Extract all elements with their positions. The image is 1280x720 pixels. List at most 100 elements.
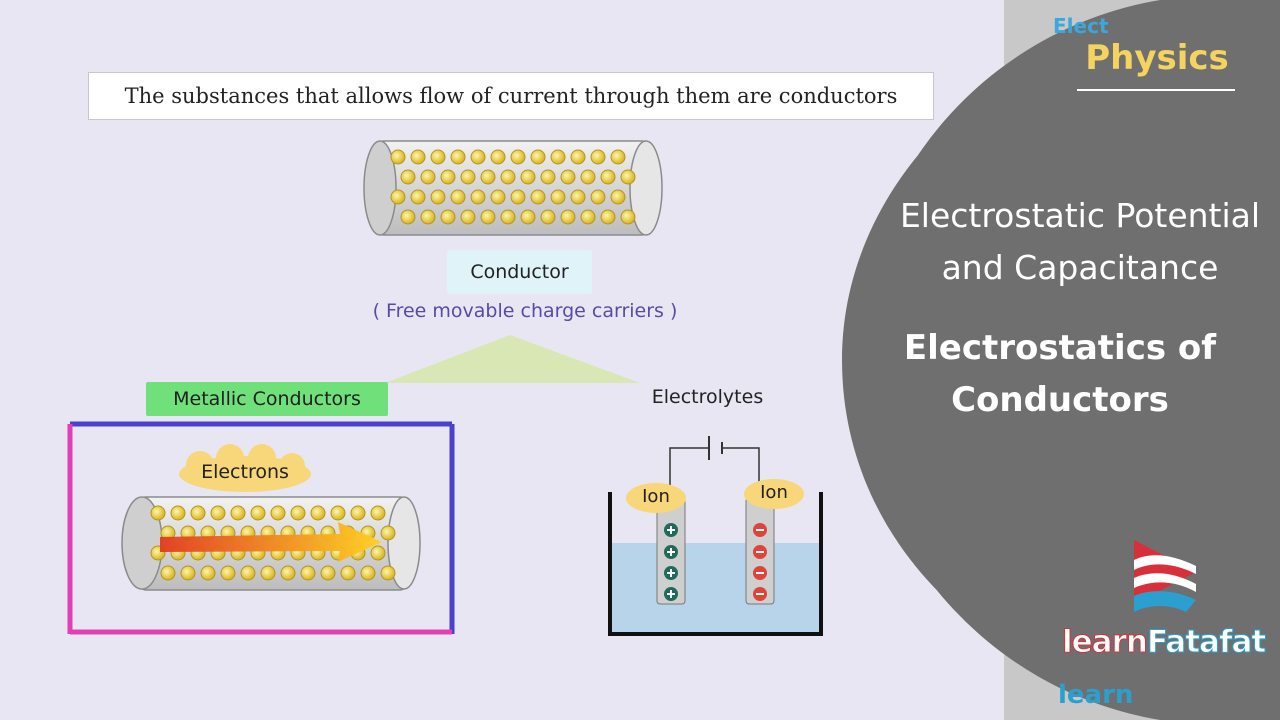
electron-dot: [590, 189, 606, 205]
electrons-bubble: [179, 444, 311, 492]
ion-bubble-left: [626, 483, 686, 513]
metallic-tube: [121, 496, 421, 591]
electron-dot: [460, 209, 476, 225]
electron-dot: [470, 149, 486, 165]
conductor-label: Conductor: [447, 250, 592, 294]
electron-dot: [290, 505, 306, 521]
electron-dot: [560, 169, 576, 185]
electron-dot: [340, 565, 356, 581]
electron-dot: [620, 209, 636, 225]
electron-dot: [170, 505, 186, 521]
lesson-title: Electrostatics of Conductors: [880, 322, 1240, 426]
electron-dot: [590, 149, 606, 165]
electron-dot: [420, 169, 436, 185]
electron-dot: [400, 209, 416, 225]
electron-dot: [620, 169, 636, 185]
electron-dot: [550, 149, 566, 165]
electron-dot: [200, 565, 216, 581]
electron-dot: [240, 565, 256, 581]
electron-dot: [460, 169, 476, 185]
current-arrow: [160, 522, 382, 562]
electron-dot: [230, 505, 246, 521]
chapter-title: Electrostatic Potential and Capacitance: [880, 190, 1280, 294]
electron-dot: [520, 169, 536, 185]
electron-dot: [600, 209, 616, 225]
subject-underline: [1077, 89, 1235, 91]
electron-dot: [500, 209, 516, 225]
ion-bubble-right: [744, 479, 804, 509]
ion-label-right: Ion: [760, 482, 788, 503]
electron-dot: [150, 505, 166, 521]
electron-dot: [430, 149, 446, 165]
conductor-electrons: [390, 149, 636, 225]
electron-dot: [470, 189, 486, 205]
electron-dot: [190, 505, 206, 521]
electron-dot: [600, 169, 616, 185]
electron-dot: [380, 565, 396, 581]
electrolyte-beaker: [608, 436, 823, 636]
electron-dot: [550, 189, 566, 205]
electrolytes-label: Electrolytes: [651, 386, 764, 408]
electron-dot: [510, 189, 526, 205]
electron-dot: [530, 189, 546, 205]
positive-ions: [664, 523, 678, 601]
brand-wordmark: learnFatafat: [1062, 624, 1272, 661]
electron-dot: [540, 209, 556, 225]
electron-dot: [560, 209, 576, 225]
electron-dot: [380, 525, 396, 541]
electron-dot: [490, 189, 506, 205]
subject-label: Physics: [1085, 38, 1229, 78]
electron-dot: [310, 505, 326, 521]
electron-dot: [320, 565, 336, 581]
definition-caption: The substances that allows flow of curre…: [88, 72, 934, 120]
battery-wire: [669, 447, 708, 490]
electron-dot: [160, 565, 176, 581]
brand-learn: learn: [1062, 624, 1149, 661]
electron-dot: [580, 169, 596, 185]
partial-brand-bottom: learn: [1058, 680, 1134, 710]
topic-panel: [842, 0, 1280, 720]
electron-dot: [490, 149, 506, 165]
electrolyte-solution: [612, 543, 819, 633]
ion-label-left: Ion: [642, 486, 670, 507]
chapter-title-line1: Electrostatic Potential: [899, 196, 1261, 235]
electron-dot: [390, 149, 406, 165]
electron-dot: [210, 505, 226, 521]
electron-dot: [610, 189, 626, 205]
conductor-tube: [363, 140, 663, 236]
metallic-conductors-label: Metallic Conductors: [146, 382, 388, 416]
electron-dot: [580, 209, 596, 225]
electron-dot: [330, 505, 346, 521]
electron-dot: [250, 505, 266, 521]
electron-dot: [370, 545, 386, 561]
lesson-title-line2: Conductors: [951, 380, 1169, 420]
partial-heading-top: Elect: [1053, 14, 1109, 38]
electron-dot: [180, 565, 196, 581]
electron-dot: [360, 565, 376, 581]
electron-dot: [430, 189, 446, 205]
electron-dot: [570, 189, 586, 205]
electron-dot: [270, 505, 286, 521]
electron-dot: [300, 565, 316, 581]
electron-dot: [410, 149, 426, 165]
electron-dot: [410, 189, 426, 205]
electron-dot: [390, 189, 406, 205]
electron-dot: [520, 209, 536, 225]
metallic-frame: [67, 421, 455, 635]
negative-ions: [753, 523, 767, 601]
electron-dot: [480, 169, 496, 185]
electron-dot: [570, 149, 586, 165]
electron-dot: [370, 505, 386, 521]
electron-dot: [510, 149, 526, 165]
chapter-title-line2: and Capacitance: [941, 248, 1219, 287]
conductor-subtitle: ( Free movable charge carriers ): [372, 300, 678, 322]
electron-dot: [420, 209, 436, 225]
electron-dot: [350, 505, 366, 521]
electron-dot: [450, 189, 466, 205]
electron-dot: [440, 209, 456, 225]
electron-dot: [610, 149, 626, 165]
electron-dot: [540, 169, 556, 185]
electron-dot: [480, 209, 496, 225]
electron-dot: [450, 149, 466, 165]
